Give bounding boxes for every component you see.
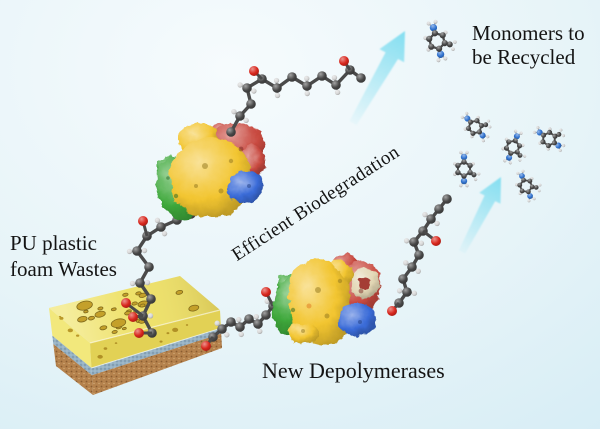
arrow-to-monomers-top — [349, 31, 405, 125]
polymer-chains — [121, 209, 293, 351]
arrow-to-monomers-right — [458, 177, 501, 254]
monomers-label-line1: Monomers to — [472, 21, 585, 45]
monomers-label-line2: be Recycled — [472, 45, 576, 69]
polymer-chain-fragments — [226, 56, 452, 316]
pu-waste-label-line2: foam Wastes — [10, 257, 117, 281]
monomer-molecules — [423, 19, 566, 203]
depolymerase-enzyme-lower — [273, 255, 381, 346]
pu-waste-label-line1: PU plastic — [10, 231, 97, 255]
depolymerases-label: New Depolymerases — [262, 358, 445, 383]
enzyme-surface-speckles — [166, 146, 364, 333]
pu-waste-label: PU plastic foam Wastes — [10, 230, 117, 282]
monomers-label: Monomers to be Recycled — [472, 21, 585, 69]
sponge-pores — [58, 289, 200, 359]
depolymerase-enzyme-upper — [156, 123, 266, 219]
